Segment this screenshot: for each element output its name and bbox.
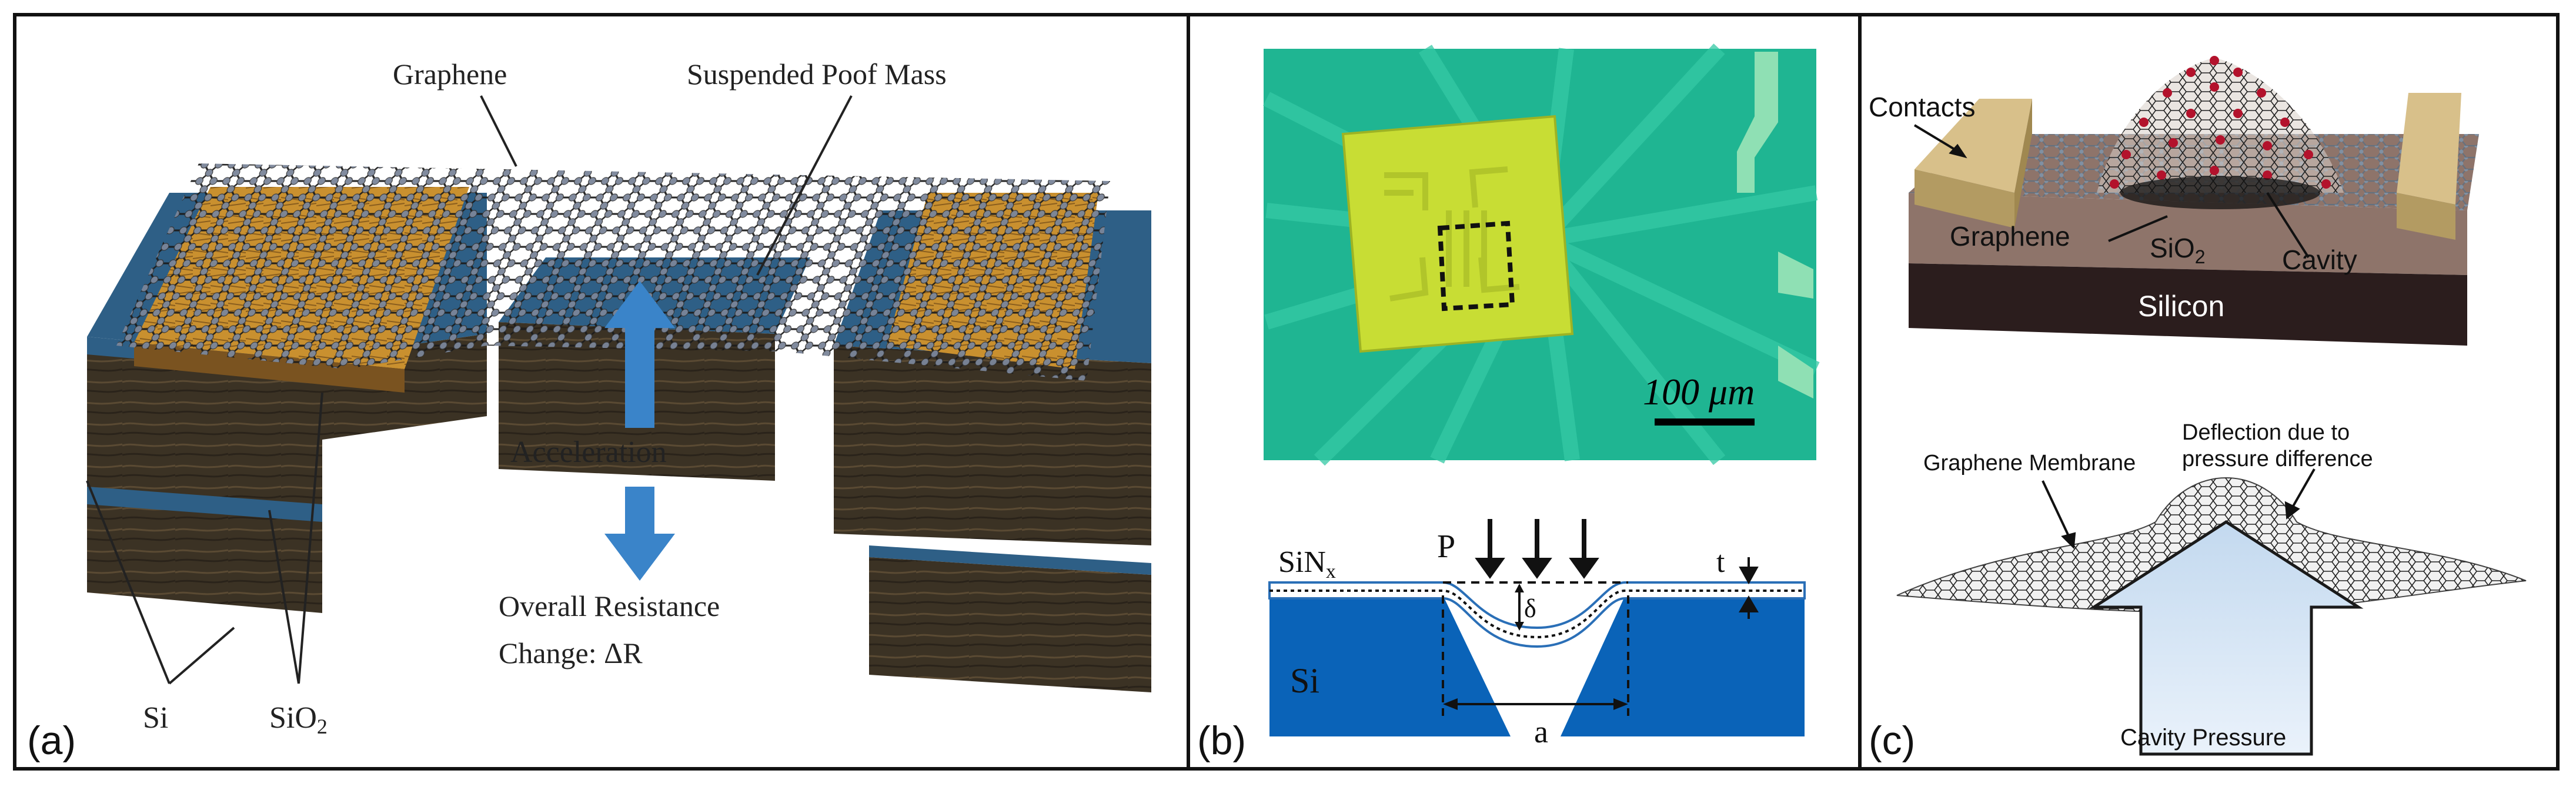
graphene-label-c: Graphene (1950, 221, 2070, 252)
sio2-label: SiO2 (269, 701, 328, 738)
panel-b-illustration: 100 μm P SiNx t δ Si a (b) (1197, 43, 1820, 763)
resistance-label-line2: Change: ΔR (499, 637, 643, 669)
acceleration-label: Acceleration (510, 436, 667, 469)
panel-a-leader-lines (86, 95, 853, 685)
width-label: a (1534, 714, 1548, 749)
si-substrate-label: Si (1290, 661, 1319, 700)
graphene-lattice (116, 163, 1110, 381)
panel-divider-bc (1858, 13, 1862, 771)
deflection-label: δ (1524, 594, 1536, 623)
membrane-leader-lines (2042, 468, 2316, 550)
silicon-label: Silicon (2138, 290, 2224, 323)
thickness-label: t (1716, 545, 1725, 579)
membrane-cross-section (1268, 519, 1806, 736)
optical-micrograph: 100 μm (1263, 43, 1820, 466)
panel-c-illustration: Contacts Graphene SiO2 Cavity Silicon De… (1869, 56, 2527, 763)
si-label: Si (143, 701, 168, 735)
panel-b: 100 μm P SiNx t δ Si a (b) (1190, 16, 1858, 767)
resistance-arrow (604, 487, 675, 581)
panel-a: Graphene Suspended Poof Mass Acceleratio… (16, 16, 1187, 767)
membrane-schematic (1896, 477, 2527, 756)
acceleration-arrow (604, 281, 675, 428)
panel-divider-ab (1187, 13, 1190, 771)
scale-bar-label: 100 μm (1643, 371, 1755, 413)
panel-a-illustration: Graphene Suspended Poof Mass Acceleratio… (27, 58, 1151, 763)
deflection-label-line1: Deflection due to (2182, 420, 2350, 445)
panel-a-label: (a) (27, 718, 76, 763)
proof-mass-label: Suspended Poof Mass (687, 58, 947, 91)
deflection-label-line2: pressure difference (2182, 447, 2373, 471)
panel-c: Contacts Graphene SiO2 Cavity Silicon De… (1862, 16, 2560, 767)
left-contact (1915, 99, 2032, 228)
right-contact (2397, 93, 2461, 240)
membrane-label: Graphene Membrane (1923, 451, 2136, 475)
cavity-label: Cavity (2282, 245, 2357, 275)
cavity-pressure-label: Cavity Pressure (2120, 725, 2286, 751)
resistance-label-line1: Overall Resistance (499, 590, 720, 622)
pressure-label: P (1437, 528, 1455, 565)
sinx-label: SiNx (1278, 545, 1336, 582)
graphene-label: Graphene (393, 58, 507, 91)
panel-c-label: (c) (1869, 718, 1915, 763)
sio2-label-c: SiO2 (2150, 233, 2205, 267)
panel-c-leader-lines (1913, 124, 2310, 259)
panel-b-label: (b) (1197, 718, 1246, 763)
contacts-label: Contacts (1869, 92, 1976, 122)
graphene-bubble (2097, 56, 2344, 209)
